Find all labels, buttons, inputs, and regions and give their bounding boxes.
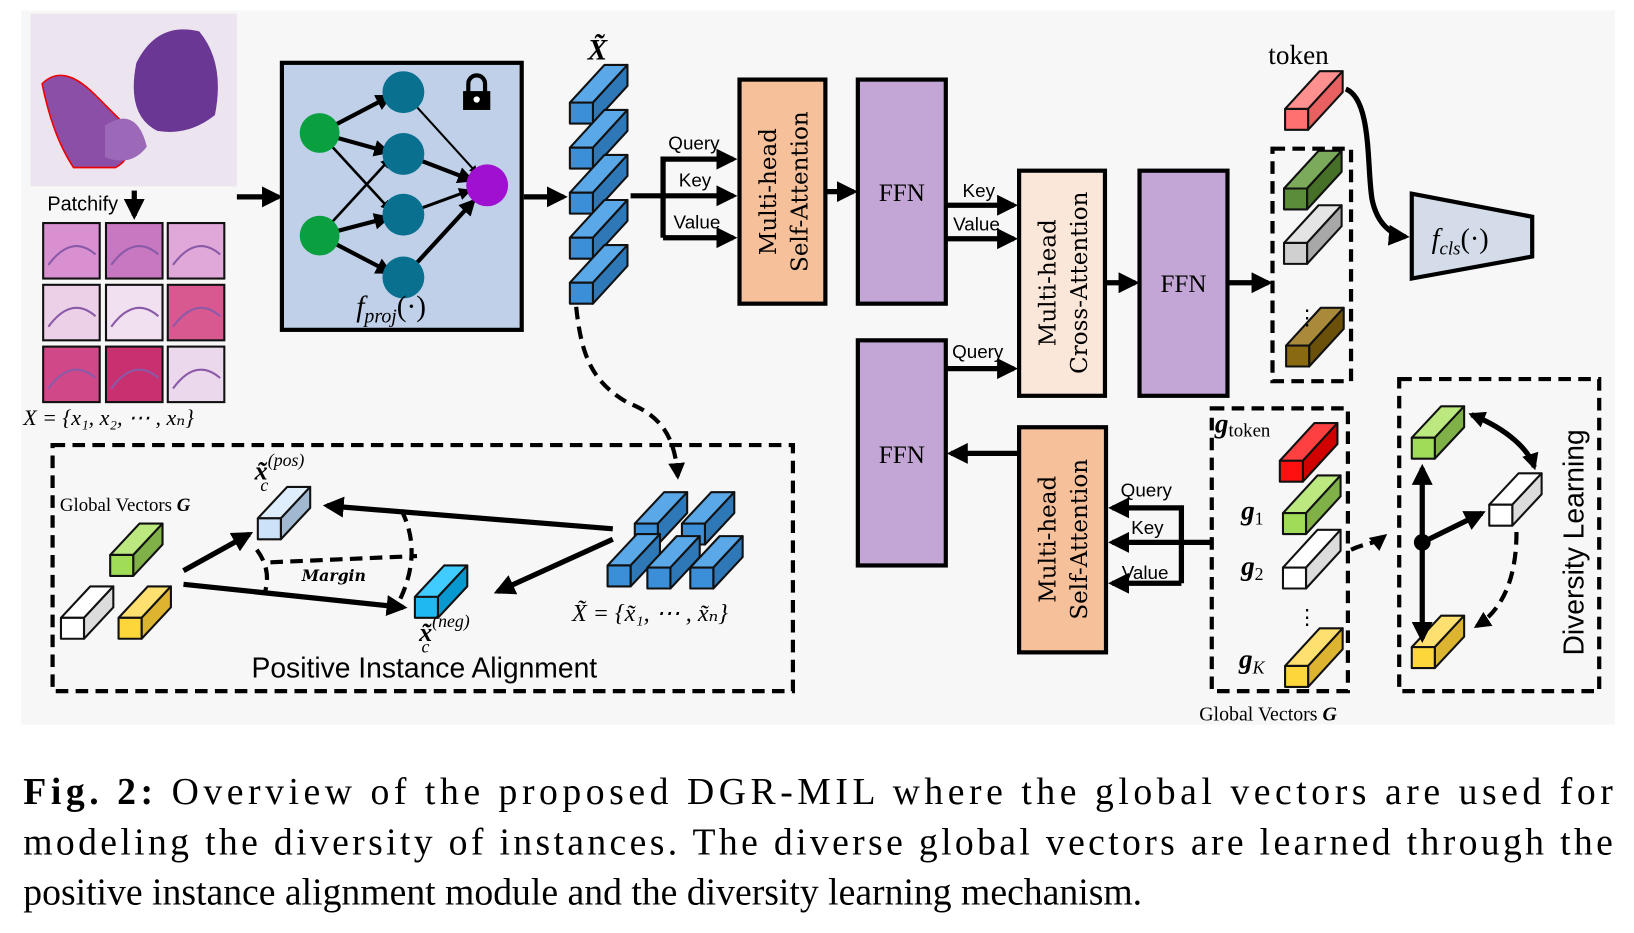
output-token-cuboid [1285, 306, 1345, 368]
pia-arrows [182, 496, 614, 617]
pia-global-cuboid-yellow [117, 585, 172, 640]
tissue-patch [42, 283, 101, 342]
ffn-block-2 [1137, 168, 1230, 398]
diversity-cuboid-green [1410, 405, 1466, 460]
value-label: Value [674, 211, 721, 232]
global-vectors-caption: Global Vectors G [1199, 703, 1337, 725]
caption-line-3: positive instance alignment module and t… [23, 872, 1142, 914]
diversity-cuboid-white [1488, 472, 1543, 527]
instance-cuboid [646, 535, 701, 590]
hidden-node [382, 193, 425, 236]
neg-label: x̃(neg)c [418, 611, 470, 656]
tissue-patch [166, 345, 226, 404]
bag-formula: X = {x₁, x₂, ⋯ , xₙ} [22, 405, 194, 430]
hidden-node [382, 71, 425, 114]
hidden-node [382, 132, 425, 175]
value-label-3: Value [1122, 562, 1169, 583]
tissue-patch [104, 283, 164, 342]
cuboids [59, 63, 1543, 688]
key-label-3: Key [1131, 517, 1164, 538]
caption-line-2: modeling the diversity of instances. The… [23, 821, 1613, 863]
token-label: token [1268, 40, 1329, 70]
mhsa-block-1 [737, 77, 828, 306]
lock-icon [463, 73, 491, 110]
qkv-arrows-top [630, 148, 738, 249]
output-node [466, 164, 509, 207]
patchify-label: Patchify [47, 193, 118, 215]
embedding-cuboid [568, 243, 629, 305]
pia-title: Positive Instance Alignment [251, 651, 597, 683]
ffn-block-3 [855, 338, 948, 568]
tissue-patch [104, 345, 164, 404]
ellipsis: ⋮ [1297, 306, 1318, 330]
input-node [299, 113, 340, 153]
ffn-block-1 [855, 77, 948, 306]
instance-cuboid [606, 532, 661, 588]
embedding-label: X̃ [587, 33, 609, 66]
classifier-head [1409, 191, 1535, 282]
token-to-classifier-arrow [1344, 86, 1410, 246]
margin-label: Margin [301, 566, 366, 585]
pia-box [50, 442, 796, 694]
g2-cuboid [1281, 528, 1342, 590]
diversity-arrows [1411, 411, 1539, 643]
tissue-patch [42, 345, 101, 404]
mhsa2-line1: Multi-head [1036, 475, 1062, 602]
value-label-2: Value [953, 213, 1000, 234]
class-token-cuboid [1284, 70, 1344, 131]
g-token-label: gtoken [1214, 408, 1271, 441]
tissue-patch [42, 221, 101, 280]
mhsa1-line2: Self-Attention [788, 111, 814, 272]
ffn3-label: FFN [879, 442, 925, 469]
global-vectors-box [1209, 406, 1350, 694]
mhca-line1: Multi-head [1036, 219, 1062, 346]
query-label: Query [668, 133, 720, 154]
g1-cuboid [1281, 474, 1342, 536]
caption-line-1: Fig. 2: Overview of the proposed DGR-MIL… [23, 771, 1613, 813]
embedding-cuboid [568, 108, 629, 170]
key-label: Key [679, 169, 712, 190]
qkv-arrows-bottom [1108, 497, 1212, 594]
mhsa2-line2: Self-Attention [1067, 459, 1093, 620]
positive-instance-cuboid [256, 485, 312, 541]
tissue-patch [166, 221, 226, 280]
gK-cuboid [1284, 627, 1344, 688]
query-label-3: Query [1121, 479, 1173, 500]
embedding-cuboid [568, 153, 629, 215]
tissue-patch [166, 283, 226, 342]
embedding-to-pia-arrow [574, 306, 686, 480]
pia-global-cuboid-white [59, 585, 115, 640]
pia-global-vectors-label: Global Vectors G [60, 495, 191, 516]
g1-label: g1 [1240, 495, 1264, 528]
embedding-cuboid [568, 198, 629, 260]
hidden-node [382, 256, 425, 299]
diversity-learning-label: Diversity Learning [1558, 429, 1590, 655]
patch-grid [42, 221, 226, 404]
ffn2-label: FFN [1160, 271, 1206, 298]
g2-label: g2 [1240, 551, 1264, 584]
mhsa-block-2 [1017, 425, 1109, 655]
to-diversity-arrow [1350, 534, 1388, 552]
ffn1-label: FFN [879, 180, 925, 207]
mhsa1-line1: Multi-head [756, 128, 782, 255]
tissue-patch [104, 221, 164, 280]
instance-cuboid [689, 535, 744, 590]
pos-label: x̃(pos)c [254, 450, 305, 495]
negative-instance-cuboid [413, 564, 469, 619]
mhca-line2: Cross-Attention [1067, 191, 1093, 373]
output-token-cuboid [1282, 204, 1343, 265]
output-tokens-box [1270, 146, 1354, 384]
key-label-2: Key [963, 180, 996, 201]
classifier-label: fcls(·) [1432, 224, 1489, 259]
embedding-cuboid [568, 63, 629, 125]
query-label-2: Query [952, 341, 1004, 362]
wsi-thumbnail [30, 13, 237, 187]
pia-global-cuboid-green [109, 522, 164, 577]
ellipsis: ⋮ [1297, 605, 1318, 629]
embedding-set-label: X̃ = {x̃₁, ⋯ , x̃ₙ} [571, 600, 728, 627]
output-token-cuboid [1282, 149, 1343, 211]
g-token-cuboid [1278, 421, 1339, 483]
gK-label: gK [1238, 644, 1266, 677]
input-node [299, 215, 340, 256]
